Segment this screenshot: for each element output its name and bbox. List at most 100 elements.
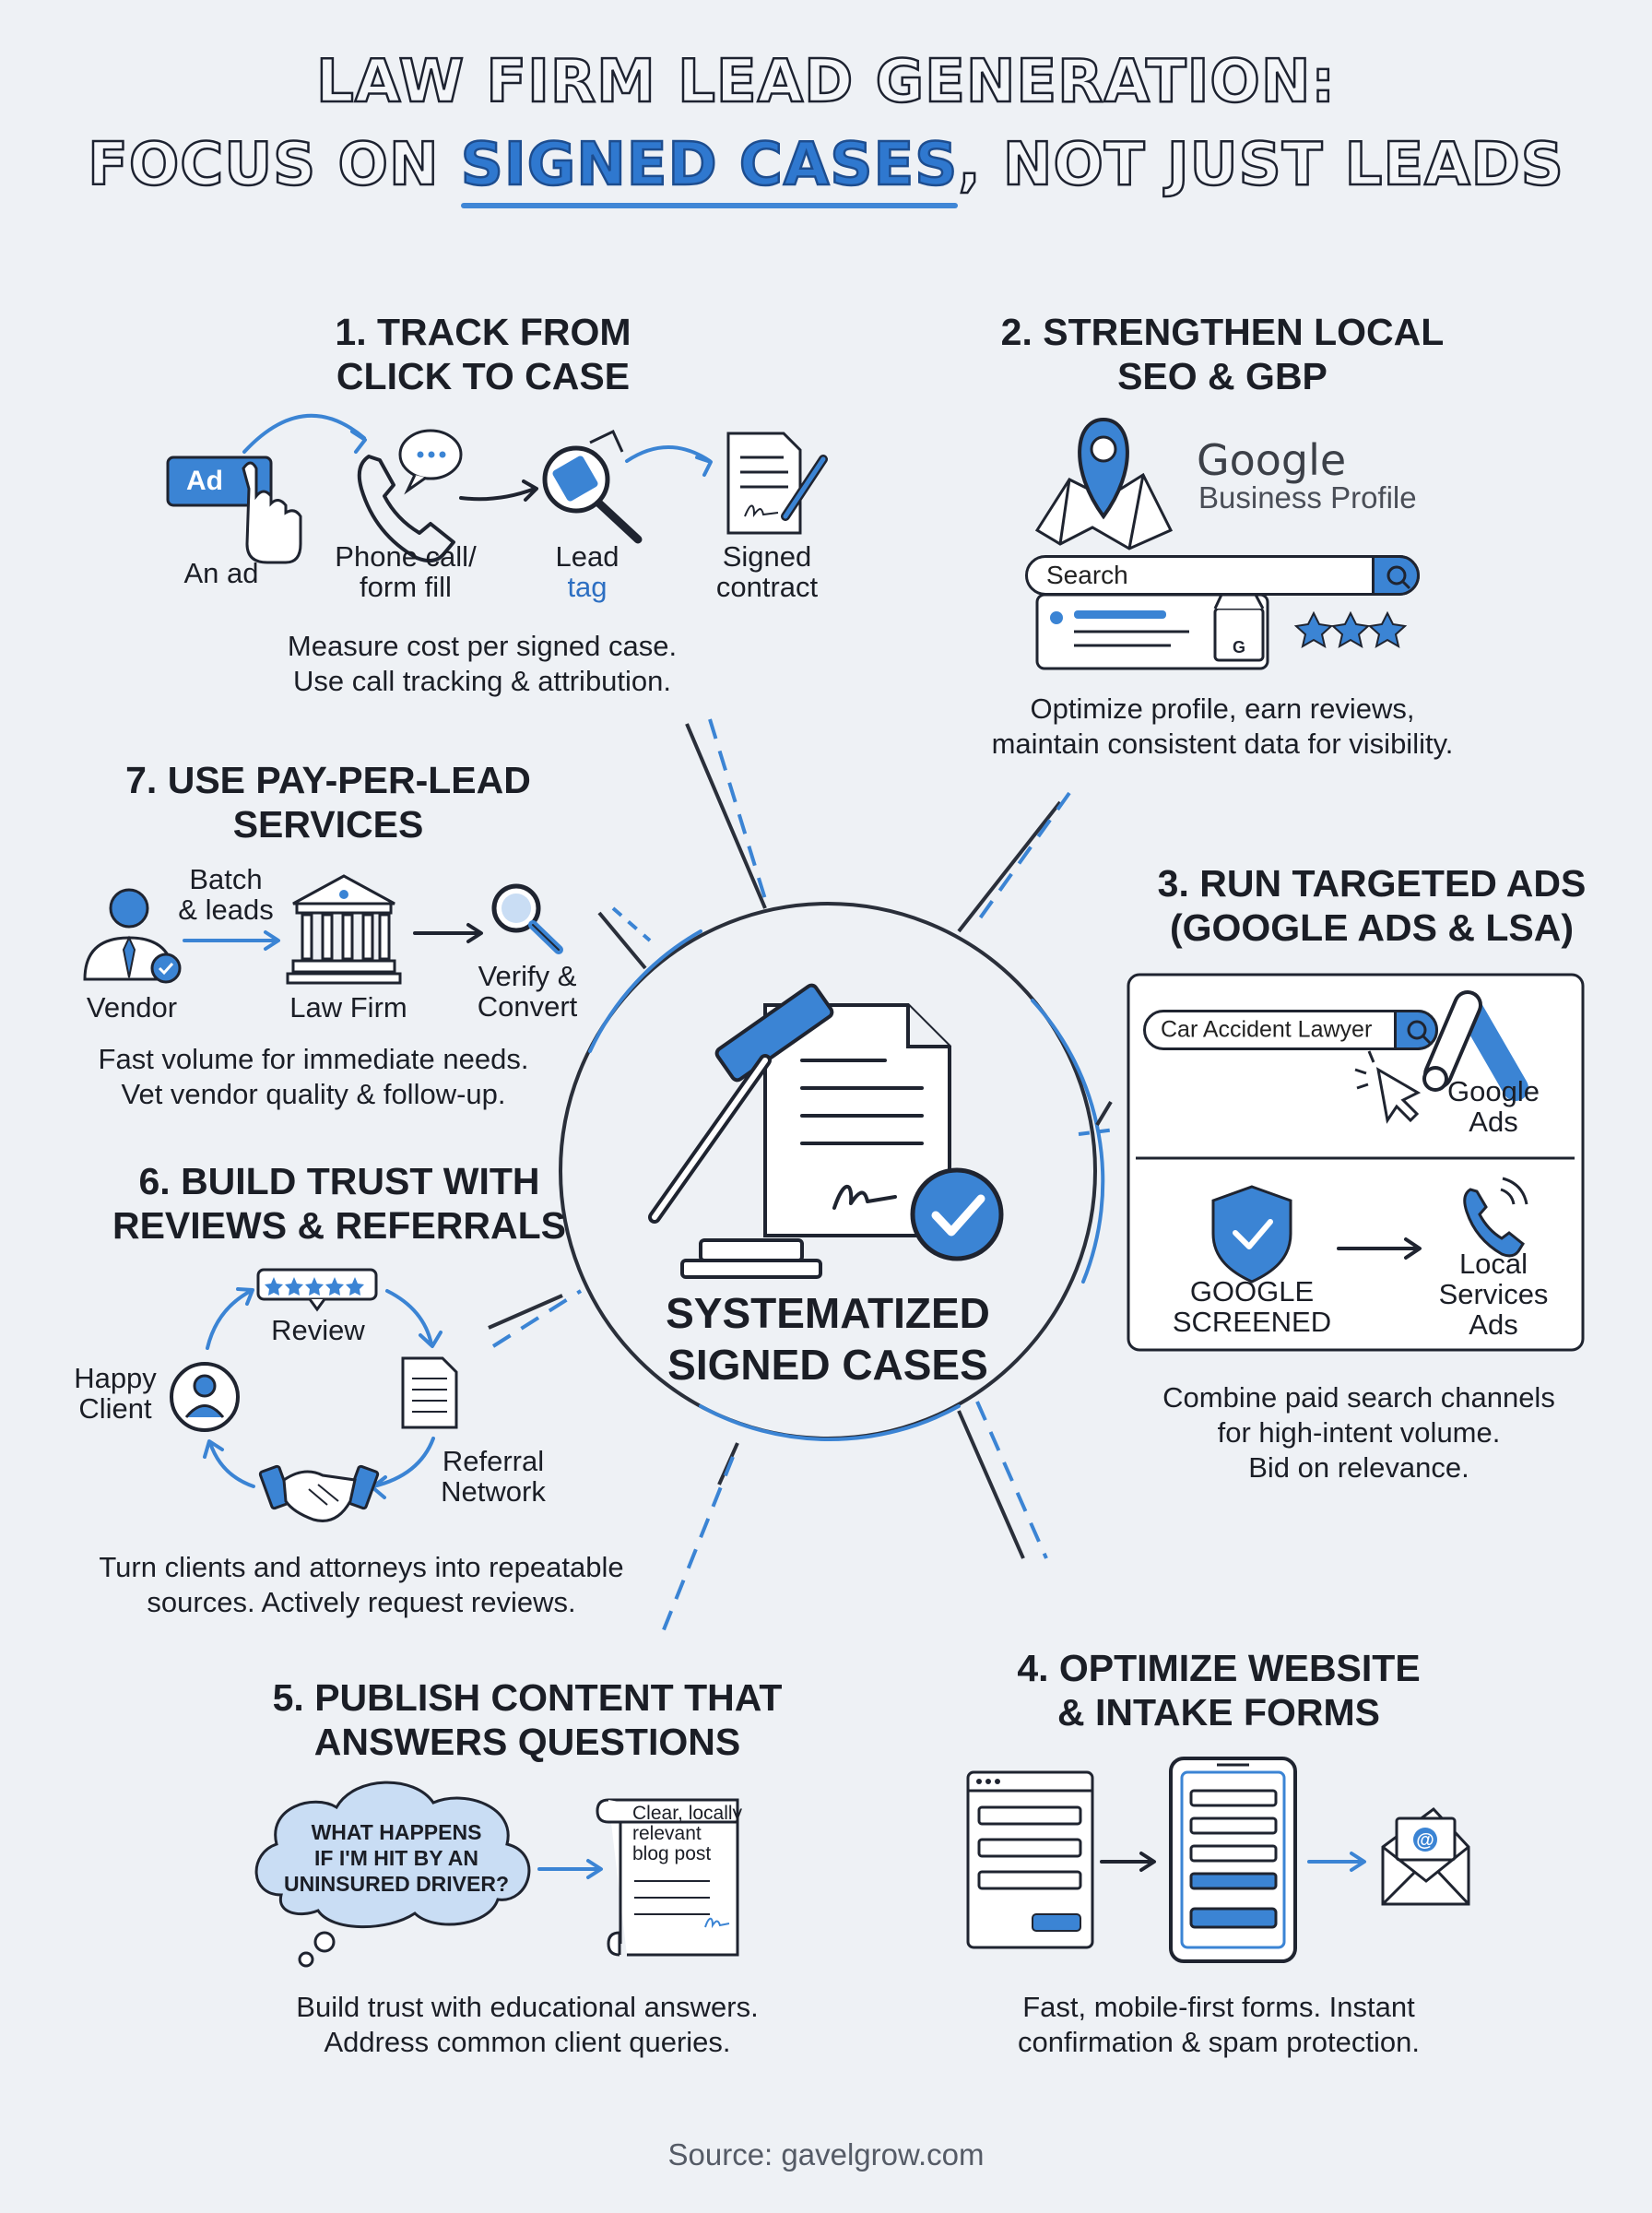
google-screened-label-1: GOOGLE — [1189, 1275, 1315, 1308]
s7-desc-2: Vet vendor quality & follow-up. — [121, 1078, 506, 1110]
s2-heading-1: 2. STRENGTHEN LOCAL — [1000, 311, 1445, 353]
s4-heading-2: & INTAKE FORMS — [1056, 1691, 1380, 1734]
s5-scroll-1: Clear, locally — [632, 1803, 743, 1824]
arrow-ad-to-phone — [242, 413, 366, 454]
referral-document-icon — [401, 1356, 458, 1429]
s7-batch-2: & leads — [178, 893, 274, 926]
s7-law-firm: Law Firm — [289, 991, 407, 1024]
arrow-tag-to-contract — [625, 445, 712, 463]
happy-client-avatar-icon — [170, 1362, 240, 1432]
search-icon — [1407, 1020, 1432, 1045]
s3-search-button[interactable] — [1394, 1010, 1438, 1050]
s1-step-signed: Signed — [722, 540, 812, 573]
spoke-dash-3 — [1078, 1128, 1116, 1136]
ad-badge-label: Ad — [186, 466, 223, 496]
s7-verify-2: Convert — [477, 990, 578, 1023]
s6-heading-1: 6. BUILD TRUST WITH — [138, 1160, 540, 1202]
s3-heading-2: (GOOGLE ADS & LSA) — [1169, 906, 1575, 949]
google-screened-label-2: SCREENED — [1172, 1306, 1332, 1338]
s5-heading-1: 5. PUBLISH CONTENT THAT — [272, 1676, 783, 1719]
s5-question-3: UNINSURED DRIVER? — [283, 1872, 510, 1896]
s1-step-phone-1: Phone call/ — [335, 540, 477, 573]
s1-heading-2: CLICK TO CASE — [336, 355, 631, 397]
s3-search-input[interactable]: Car Accident Lawyer — [1143, 1010, 1438, 1050]
page-title-line2: FOCUS ON SIGNED CASES, NOT JUST LEADS — [0, 130, 1652, 201]
checkmark-badge-icon — [910, 1167, 1004, 1261]
s2-heading-2: SEO & GBP — [1117, 355, 1328, 397]
s7-vendor: Vendor — [86, 991, 178, 1024]
search-icon — [1386, 565, 1411, 590]
vendor-person-icon — [83, 888, 182, 984]
hub-arc-blue-left — [588, 929, 702, 1053]
google-ads-logo-icon — [1422, 990, 1528, 1101]
google-ads-label-2: Ads — [1469, 1106, 1518, 1138]
signed-contract-icon — [726, 432, 828, 535]
s5-scroll-2: relevant — [632, 1823, 702, 1844]
s7-verify-1: Verify & — [478, 960, 577, 992]
s5-desc-1: Build trust with educational answers. — [296, 1991, 759, 2023]
spoke-6 — [488, 1294, 563, 1330]
s5-question-2: IF I'M HIT BY AN — [314, 1846, 478, 1870]
handshake-icon — [258, 1464, 380, 1522]
lsa-label-2: Services — [1438, 1278, 1549, 1310]
review-stars-bubble-icon — [256, 1268, 378, 1312]
spoke-dash-4 — [975, 1401, 1048, 1559]
spoke-dash-7 — [611, 906, 652, 942]
s5-desc-2: Address common client queries. — [324, 2026, 731, 2058]
s4-heading-1: 4. OPTIMIZE WEBSITE — [1017, 1647, 1421, 1689]
email-envelope-icon: @ — [1381, 1806, 1470, 1906]
hub-title-line1: SYSTEMATIZED — [666, 1289, 990, 1337]
cycle-arrow-top-right — [385, 1289, 433, 1346]
phone-signal-icon — [1463, 1177, 1528, 1258]
s3-desc-1: Combine paid search channels — [1162, 1381, 1555, 1414]
browser-form-icon — [966, 1770, 1094, 1949]
cycle-arrow-top-left — [206, 1289, 253, 1350]
lsa-label-3: Ads — [1469, 1308, 1518, 1341]
cycle-arrow-bottom-left — [208, 1441, 255, 1488]
s2-desc-1: Optimize profile, earn reviews, — [1030, 692, 1415, 725]
spoke-dash-2 — [975, 791, 1071, 924]
spoke-4 — [957, 1410, 1025, 1559]
cycle-arrow-bottom-right — [372, 1437, 435, 1488]
s6-desc-2: sources. Actively request reviews. — [147, 1586, 576, 1618]
s7-heading-1: 7. USE PAY-PER-LEAD — [125, 759, 531, 801]
svg-text:G: G — [1233, 638, 1245, 657]
s2-desc-2: maintain consistent data for visibility. — [991, 728, 1454, 760]
s1-step-tag: tag — [567, 571, 608, 603]
hub-arc-blue-bottom — [699, 1404, 961, 1441]
title-prefix: FOCUS ON — [87, 130, 461, 201]
gbp-search-input[interactable]: Search — [1025, 555, 1420, 596]
title-highlight: SIGNED CASES — [460, 130, 959, 201]
law-firm-building-icon — [286, 874, 402, 985]
s1-step-ad: An ad — [183, 557, 259, 589]
spoke-dash-6 — [491, 1289, 583, 1348]
arrow-phone-to-tag — [459, 487, 537, 502]
spoke-7 — [597, 911, 647, 970]
s1-desc-2: Use call tracking & attribution. — [292, 665, 672, 697]
s1-step-contract: contract — [715, 571, 819, 603]
cursor-click-icon — [1354, 1050, 1422, 1124]
svg-text:@: @ — [1416, 1830, 1434, 1851]
s5-heading-2: ANSWERS QUESTIONS — [313, 1721, 741, 1763]
google-wordmark: Google — [1197, 435, 1347, 485]
magnifier-tag-icon — [542, 429, 643, 544]
s3-desc-2: for high-intent volume. — [1217, 1416, 1501, 1449]
s5-scroll-3: blog post — [632, 1843, 712, 1864]
s7-heading-2: SERVICES — [232, 803, 424, 846]
s1-heading-1: 1. TRACK FROM — [335, 311, 631, 353]
spoke-3 — [1095, 1100, 1113, 1127]
business-profile-wordmark: Business Profile — [1198, 480, 1417, 515]
s6-review-label: Review — [271, 1314, 365, 1346]
mobile-form-icon — [1169, 1757, 1297, 1963]
gavel-icon — [648, 983, 834, 1279]
gbp-search-button[interactable] — [1372, 555, 1420, 596]
s3-search-query: Car Accident Lawyer — [1161, 1016, 1373, 1043]
s6-desc-1: Turn clients and attorneys into repeatab… — [99, 1551, 624, 1583]
s7-batch-1: Batch — [189, 863, 263, 895]
